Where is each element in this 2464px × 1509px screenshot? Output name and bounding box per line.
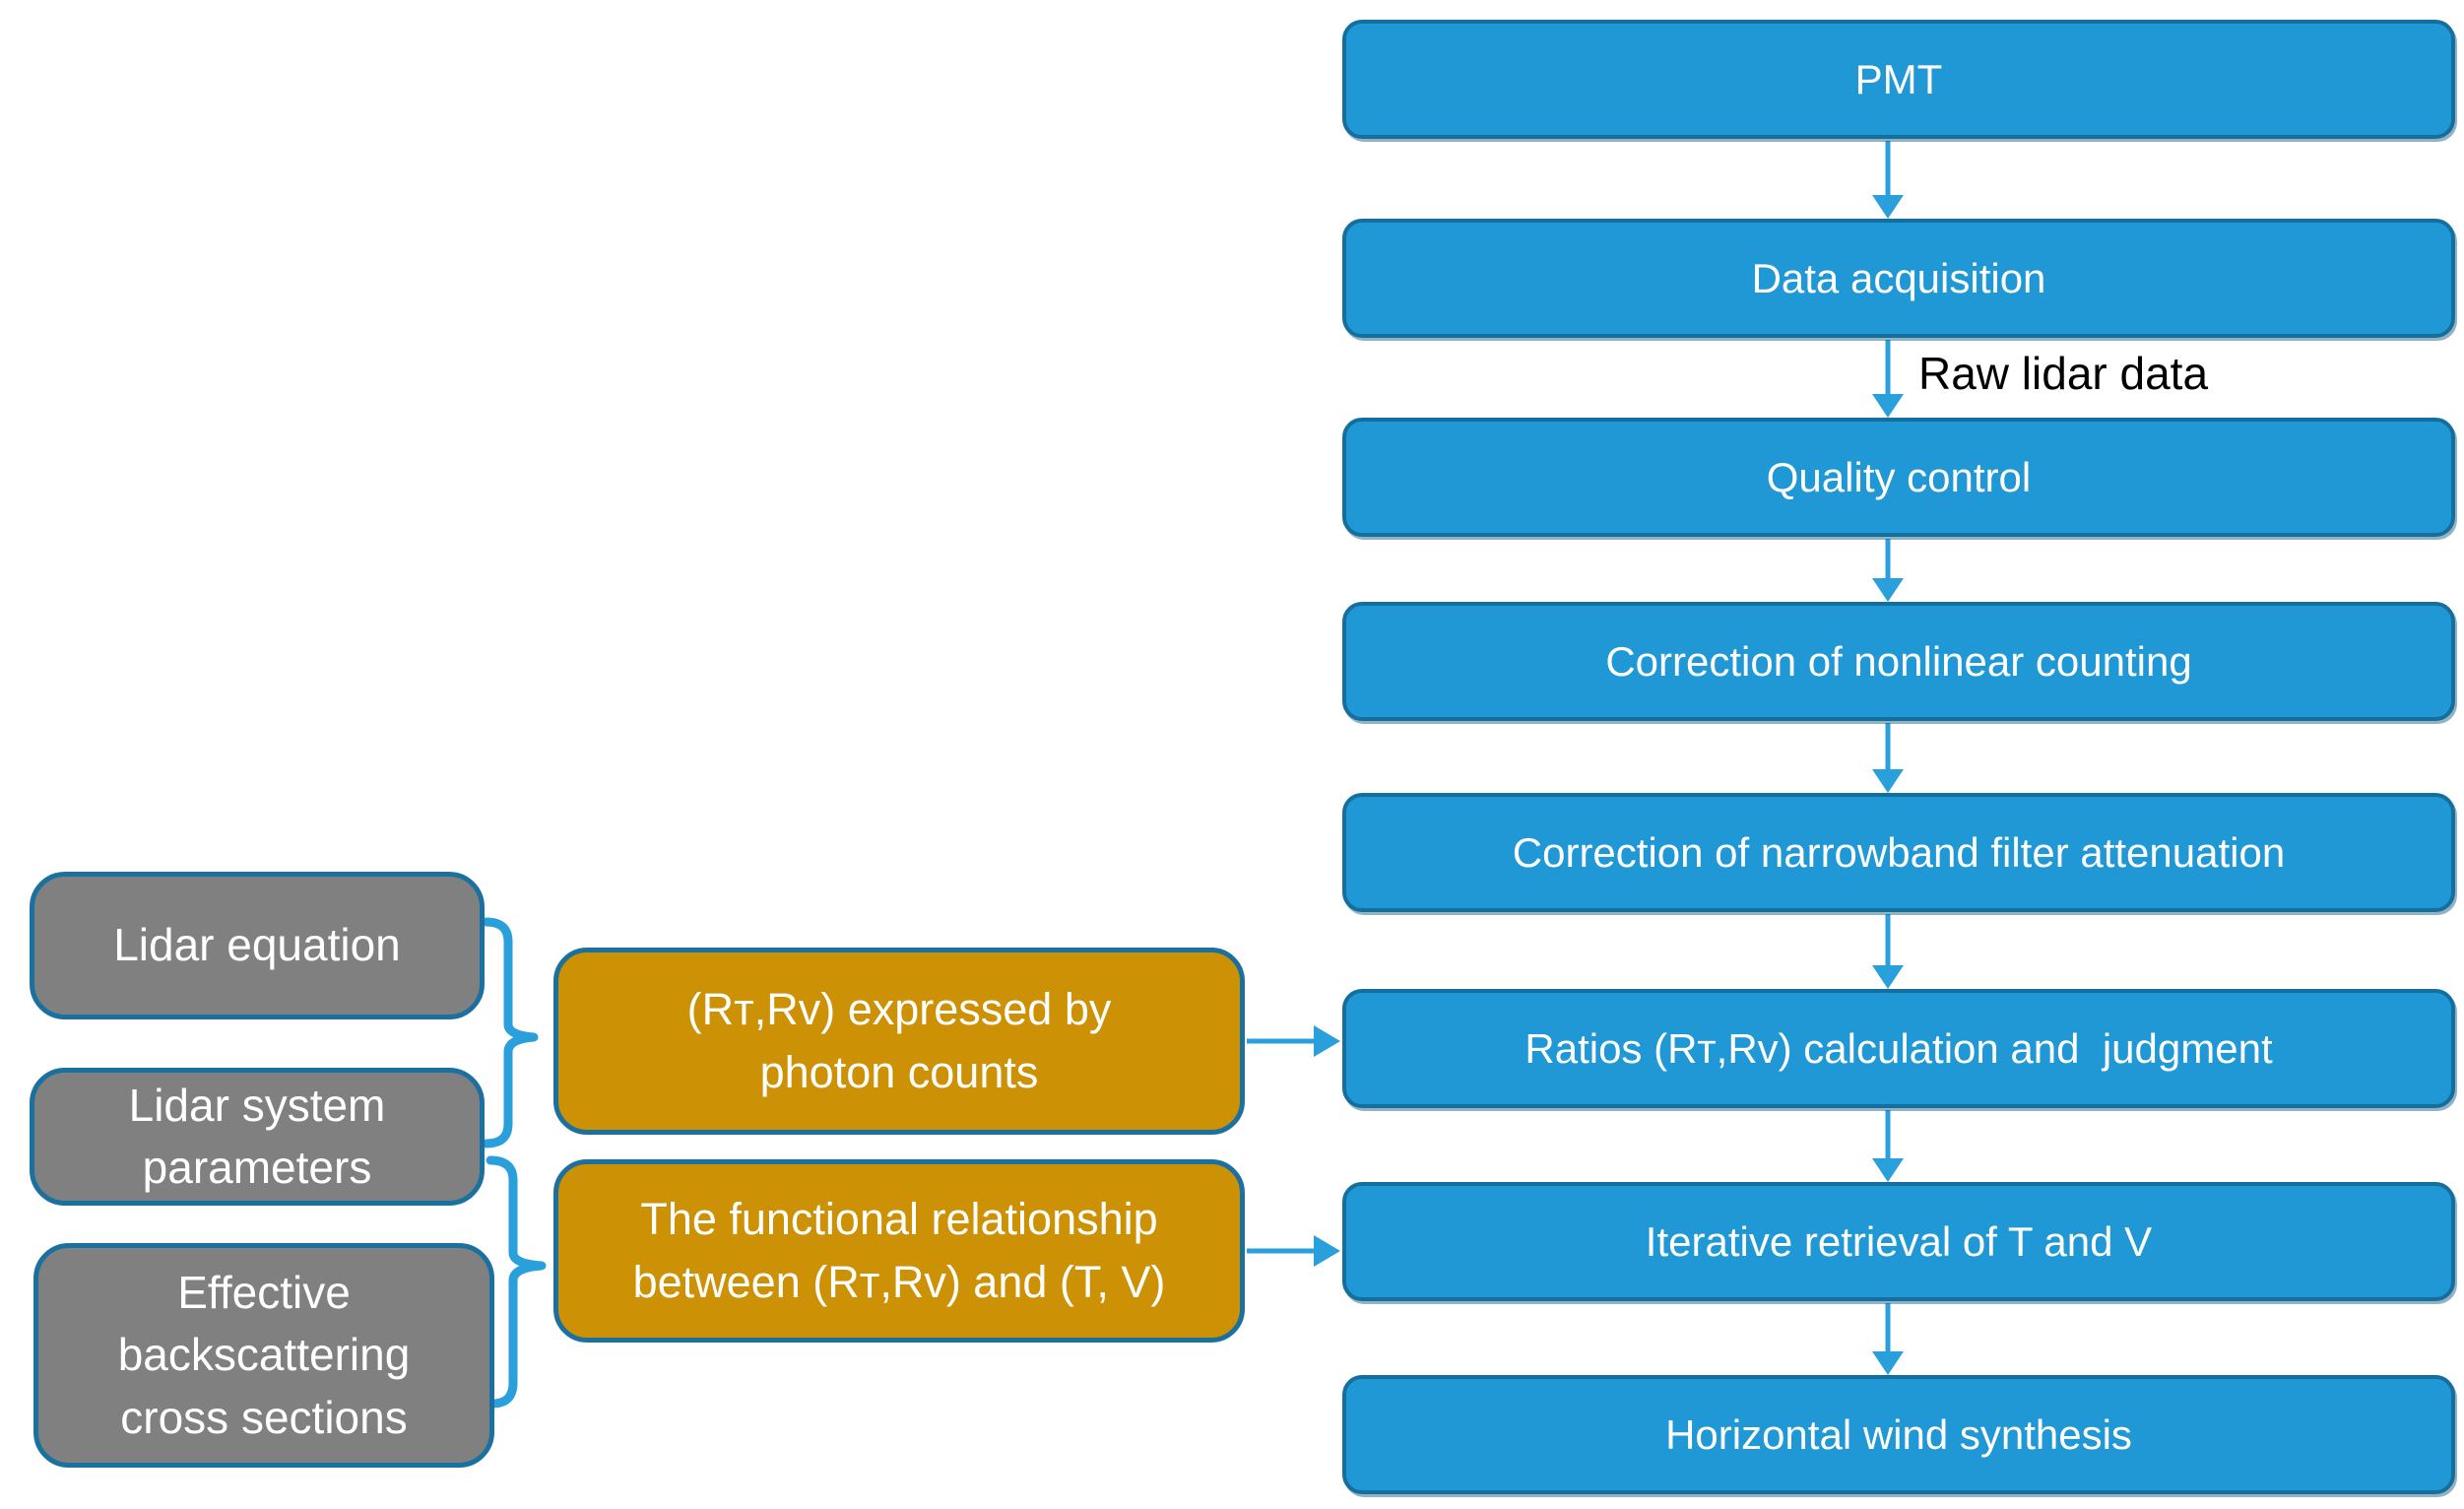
flow-arrow-7 xyxy=(1872,1303,1904,1375)
process-box-iterative-retrieval: Iterative retrieval of T and V xyxy=(1342,1182,2455,1301)
brace-connector-1 xyxy=(482,917,539,1148)
edge-label-raw-lidar-data: Raw lidar data xyxy=(1918,348,2209,399)
intermediate-arrow-1 xyxy=(1247,1025,1340,1057)
process-box-label: Data acquisition xyxy=(1751,254,2046,301)
input-box-line: parameters xyxy=(142,1142,372,1193)
brace-connector-2 xyxy=(486,1155,547,1409)
derived-box-line: between (Rᴛ,Rᴠ) and (T, V) xyxy=(632,1257,1166,1307)
process-box-narrowband-filter-correction: Correction of narrowband filter attenuat… xyxy=(1342,793,2455,912)
process-box-pmt: PMT xyxy=(1342,20,2455,139)
flow-arrow-1 xyxy=(1872,141,1904,219)
input-box-lidar-equation: Lidar equation xyxy=(30,872,485,1019)
process-box-label: Ratios (Rᴛ,Rᴠ) calculation and judgment xyxy=(1524,1024,2273,1072)
input-box-line: Lidar equation xyxy=(113,919,401,971)
process-box-quality-control: Quality control xyxy=(1342,418,2455,537)
process-box-data-acquisition: Data acquisition xyxy=(1342,219,2455,338)
flow-arrow-6 xyxy=(1872,1110,1904,1182)
input-box-line: cross sections xyxy=(120,1391,408,1443)
input-box-effective-backscattering-cross-sections: Effective backscattering cross sections xyxy=(33,1243,494,1468)
input-box-lidar-system-parameters: Lidar system parameters xyxy=(30,1068,485,1206)
derived-box-line: photon counts xyxy=(759,1047,1039,1097)
intermediate-arrow-2 xyxy=(1247,1235,1340,1267)
process-box-label: Correction of narrowband filter attenuat… xyxy=(1512,828,2286,876)
process-box-ratios-calculation: Ratios (Rᴛ,Rᴠ) calculation and judgment xyxy=(1342,989,2455,1108)
input-box-line: backscattering xyxy=(117,1329,411,1381)
process-box-label: Horizontal wind synthesis xyxy=(1665,1411,2132,1458)
process-box-label: Correction of nonlinear counting xyxy=(1605,637,2192,685)
derived-box-line: The functional relationship xyxy=(640,1194,1158,1245)
input-box-line: Effective xyxy=(177,1266,351,1318)
input-box-line: Lidar system xyxy=(128,1079,386,1131)
flow-arrow-2 xyxy=(1872,340,1904,418)
process-box-label: Quality control xyxy=(1766,453,2032,500)
derived-box-functional-relationship: The functional relationship between (Rᴛ,… xyxy=(553,1159,1245,1343)
flow-arrow-5 xyxy=(1872,914,1904,989)
flow-arrow-3 xyxy=(1872,539,1904,602)
process-box-label: PMT xyxy=(1854,55,1943,102)
derived-box-ratios-expressed-by-photon-counts: (Rᴛ,Rᴠ) expressed by photon counts xyxy=(553,948,1245,1135)
derived-box-line: (Rᴛ,Rᴠ) expressed by xyxy=(686,984,1112,1035)
process-box-label: Iterative retrieval of T and V xyxy=(1645,1217,2153,1265)
process-box-horizontal-wind-synthesis: Horizontal wind synthesis xyxy=(1342,1375,2455,1494)
process-box-nonlinear-counting-correction: Correction of nonlinear counting xyxy=(1342,602,2455,721)
flow-arrow-4 xyxy=(1872,723,1904,793)
